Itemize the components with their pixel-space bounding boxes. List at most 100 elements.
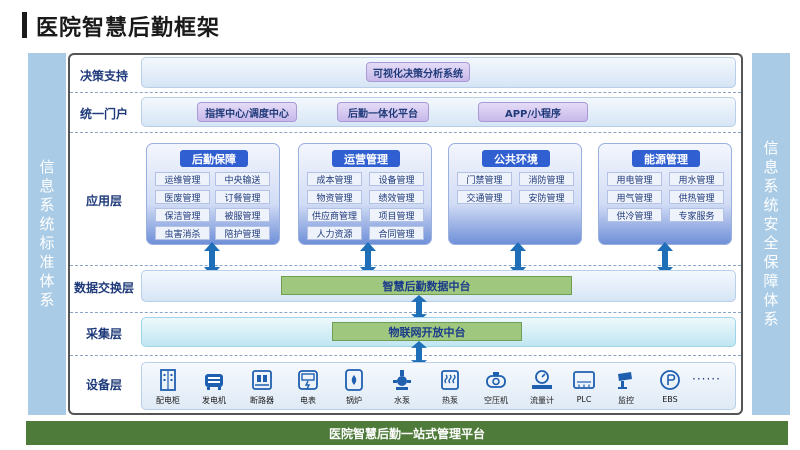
left-side-char: 息 <box>39 177 55 195</box>
portal-command-center[interactable]: 指挥中心/调度中心 <box>197 102 297 122</box>
camera-icon <box>618 372 632 389</box>
ebs-icon <box>660 370 680 390</box>
left-side-char: 信 <box>39 158 55 176</box>
device-label: 流量计 <box>530 396 554 405</box>
decision-analysis-system[interactable]: 可视化决策分析系统 <box>366 62 470 82</box>
app-item[interactable]: 陪护管理 <box>215 226 270 240</box>
app-item[interactable]: 成本管理 <box>307 172 362 186</box>
iot-open-platform[interactable]: 物联网开放中台 <box>332 322 522 341</box>
device-label: 配电柜 <box>156 396 180 405</box>
app-item[interactable]: 安防管理 <box>519 190 574 204</box>
device-flow-meter[interactable]: 流量计 <box>520 368 564 406</box>
double-arrow-icon <box>410 295 428 321</box>
heat-pump-icon <box>441 370 459 390</box>
page-title: 医院智慧后勤框架 <box>36 16 221 41</box>
left-side-char: 系 <box>39 291 55 309</box>
device-label: 锅炉 <box>346 396 362 405</box>
app-group-title: 公共环境 <box>482 150 550 167</box>
device-label: 发电机 <box>202 396 226 405</box>
row-divider <box>70 92 741 93</box>
device-power-cabinet[interactable]: 配电柜 <box>146 368 190 406</box>
layer-label-exchange: 数据交换层 <box>73 280 134 295</box>
row-divider <box>70 265 741 266</box>
device-label: EBS <box>662 395 678 404</box>
left-side-char: 系 <box>39 196 55 214</box>
app-item[interactable]: 物资管理 <box>307 190 362 204</box>
generator-icon <box>205 374 223 390</box>
row-divider <box>70 132 741 133</box>
info-standard-system-column: 信 息 系 统 标 准 体 系 <box>28 53 66 415</box>
air-compressor-icon <box>486 372 506 388</box>
device-circuit-breaker[interactable]: 断路器 <box>240 368 284 406</box>
device-air-compressor[interactable]: 空压机 <box>474 368 518 406</box>
app-group-title: 能源管理 <box>632 150 700 167</box>
circuit-breaker-icon <box>252 370 272 390</box>
left-side-char: 统 <box>39 215 55 233</box>
right-side-char: 障 <box>763 272 779 290</box>
app-item[interactable]: 用气管理 <box>607 190 662 204</box>
boiler-icon <box>345 369 363 391</box>
app-group-title: 运营管理 <box>332 150 400 167</box>
device-heat-pump[interactable]: 热泵 <box>428 368 472 406</box>
flow-meter-icon <box>532 370 552 389</box>
app-item[interactable]: 供应商管理 <box>307 208 362 222</box>
power-cabinet-icon <box>160 369 176 391</box>
app-item[interactable]: 合同管理 <box>369 226 424 240</box>
portal-logistics-platform[interactable]: 后勤一体化平台 <box>337 102 429 122</box>
device-plc[interactable]: PLC <box>562 368 606 404</box>
device-boiler[interactable]: 锅炉 <box>332 368 376 406</box>
app-item[interactable]: 虫害消杀 <box>155 226 210 240</box>
device-label: 监控 <box>618 396 634 405</box>
app-item[interactable]: 人力资源 <box>307 226 362 240</box>
double-arrow-icon <box>203 242 221 276</box>
left-side-char: 准 <box>39 253 55 271</box>
device-generator[interactable]: 发电机 <box>192 368 236 406</box>
plc-icon <box>573 371 595 389</box>
device-ebs[interactable]: EBS <box>648 368 692 404</box>
right-side-char: 安 <box>763 215 779 233</box>
data-middle-platform[interactable]: 智慧后勤数据中台 <box>281 276 572 295</box>
app-item[interactable]: 交通管理 <box>457 190 512 204</box>
layer-label-decision: 决策支持 <box>79 68 128 83</box>
app-item[interactable]: 设备管理 <box>369 172 424 186</box>
row-divider <box>70 355 741 356</box>
app-group-energy: 能源管理 用电管理 用水管理 用气管理 供热管理 供冷管理 专家服务 <box>598 143 732 245</box>
app-item[interactable]: 中央输送 <box>215 172 270 186</box>
right-side-char: 系 <box>763 310 779 328</box>
app-item[interactable]: 供冷管理 <box>607 208 662 222</box>
right-side-char: 全 <box>763 234 779 252</box>
app-item[interactable]: 医废管理 <box>155 190 210 204</box>
device-label: 电表 <box>300 396 316 405</box>
device-label: PLC <box>576 395 592 404</box>
title-accent-bar <box>22 12 27 38</box>
device-water-pump[interactable]: 水泵 <box>380 368 424 406</box>
app-item[interactable]: 供热管理 <box>669 190 724 204</box>
app-item[interactable]: 订餐管理 <box>215 190 270 204</box>
security-system-column: 信 息 系 统 安 全 保 障 体 系 <box>752 53 790 415</box>
app-item[interactable]: 项目管理 <box>369 208 424 222</box>
more-devices-ellipsis: ······ <box>692 372 721 386</box>
app-item[interactable]: 门禁管理 <box>457 172 512 186</box>
app-item[interactable]: 运维管理 <box>155 172 210 186</box>
right-side-char: 系 <box>763 177 779 195</box>
app-item[interactable]: 被服管理 <box>215 208 270 222</box>
device-label: 水泵 <box>394 396 410 405</box>
right-side-char: 信 <box>763 139 779 157</box>
device-label: 空压机 <box>484 396 508 405</box>
app-group-operations: 运营管理 成本管理 设备管理 物资管理 绩效管理 供应商管理 项目管理 人力资源… <box>298 143 432 245</box>
layer-label-portal: 统一门户 <box>79 106 128 121</box>
app-group-logistics: 后勤保障 运维管理 中央输送 医废管理 订餐管理 保洁管理 被服管理 虫害消杀 … <box>146 143 280 245</box>
app-item[interactable]: 用电管理 <box>607 172 662 186</box>
device-label: 断路器 <box>250 396 274 405</box>
portal-app[interactable]: APP/小程序 <box>478 102 588 122</box>
left-side-char: 标 <box>39 234 55 252</box>
device-electric-meter[interactable]: 电表 <box>286 368 330 406</box>
app-item[interactable]: 保洁管理 <box>155 208 210 222</box>
double-arrow-icon <box>509 242 527 276</box>
app-item[interactable]: 专家服务 <box>669 208 724 222</box>
right-side-char: 统 <box>763 196 779 214</box>
device-camera[interactable]: 监控 <box>604 368 648 406</box>
app-item[interactable]: 消防管理 <box>519 172 574 186</box>
app-item[interactable]: 用水管理 <box>669 172 724 186</box>
app-item[interactable]: 绩效管理 <box>369 190 424 204</box>
